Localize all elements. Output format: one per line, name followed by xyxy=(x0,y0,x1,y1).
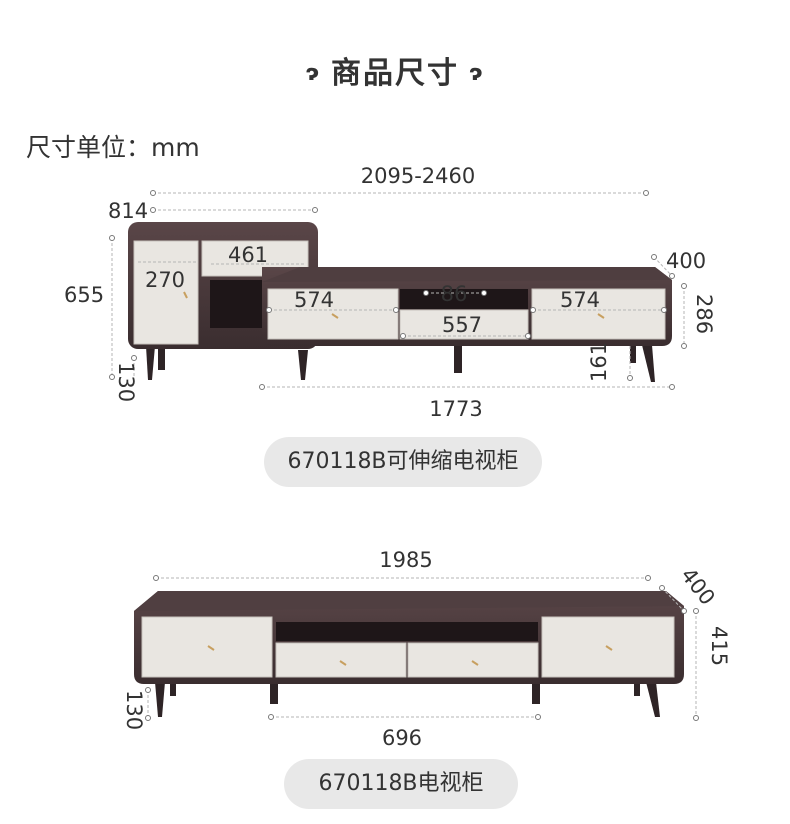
title-right-deco: ɂ xyxy=(469,61,485,86)
leg xyxy=(170,682,176,696)
open-shelf xyxy=(210,280,265,328)
leg xyxy=(158,345,165,370)
dim-tall-width: 814 xyxy=(108,199,148,223)
dim-height: 655 xyxy=(64,283,104,307)
leg xyxy=(146,346,155,380)
leg xyxy=(646,682,660,717)
dim-height: 415 xyxy=(707,626,731,666)
dimension-dots xyxy=(109,190,687,390)
leg xyxy=(532,682,540,704)
cabinet-top xyxy=(134,591,684,611)
unit-label: 尺寸单位：mm xyxy=(26,133,200,162)
dimension-lines xyxy=(147,577,697,718)
center-drawer xyxy=(399,309,529,340)
handle xyxy=(471,660,479,666)
dimension-lines xyxy=(111,192,685,388)
dim-width: 1985 xyxy=(379,548,432,572)
dim-depth: 400 xyxy=(676,563,720,609)
handle xyxy=(597,313,605,319)
title-text: 商品尺寸 xyxy=(331,56,459,91)
dim-door: 270 xyxy=(145,268,185,292)
open-compartment xyxy=(400,289,528,309)
dim-leg-right: 161 xyxy=(587,342,611,382)
cabinet-door xyxy=(133,240,199,345)
left-door xyxy=(141,616,273,678)
dim-drawer-center: 557 xyxy=(442,313,482,337)
dim-leg: 130 xyxy=(122,690,146,730)
leg xyxy=(454,345,462,373)
leg xyxy=(270,682,278,704)
dim-open: 86 xyxy=(441,282,468,306)
product1-label: 670118B可伸缩电视柜 xyxy=(264,437,542,487)
dim-top-drawer: 461 xyxy=(228,243,268,267)
dim-drawer-right: 574 xyxy=(560,288,600,312)
dim-body-height: 286 xyxy=(692,294,716,334)
leg xyxy=(298,350,308,380)
leg xyxy=(630,345,636,363)
handle xyxy=(339,660,347,666)
drawer xyxy=(275,642,407,678)
dim-low-width: 1773 xyxy=(429,397,482,421)
handle xyxy=(605,645,613,651)
handle xyxy=(331,313,339,319)
leg xyxy=(634,682,640,696)
title-left-deco: ɂ xyxy=(305,61,321,86)
handle xyxy=(207,645,215,651)
dimension-dots xyxy=(145,575,699,721)
handle xyxy=(183,291,188,299)
drawer xyxy=(407,642,539,678)
product2-label: 670118B电视柜 xyxy=(284,759,518,809)
leg xyxy=(155,682,165,717)
dim-leg-span: 696 xyxy=(382,726,422,750)
dim-leg: 130 xyxy=(114,362,138,402)
extendable-cabinet: 2095-2460 814 461 270 655 130 400 286 57… xyxy=(64,164,716,421)
dim-total-width: 2095-2460 xyxy=(361,164,475,188)
section-title: ɂ 商品尺寸 ɂ xyxy=(0,48,790,92)
low-unit-top xyxy=(262,267,672,282)
dim-drawer-left: 574 xyxy=(294,288,334,312)
open-compartment xyxy=(276,622,538,641)
leg xyxy=(642,345,655,382)
dim-depth: 400 xyxy=(666,249,706,273)
standard-cabinet: 1985 400 415 130 696 xyxy=(122,548,731,750)
